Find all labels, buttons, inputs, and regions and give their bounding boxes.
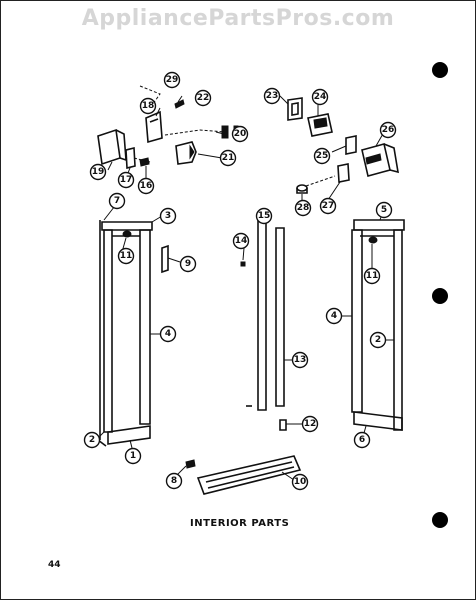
mullion-trim-13 xyxy=(275,227,285,407)
callout-18: 18 xyxy=(139,97,157,115)
svg-text:25: 25 xyxy=(316,151,329,161)
svg-text:28: 28 xyxy=(297,203,310,213)
svg-text:22: 22 xyxy=(197,93,210,103)
grommet-11-right xyxy=(368,236,378,244)
callout-9: 9 xyxy=(179,255,197,273)
leader-dashed-20a xyxy=(164,129,226,136)
screw-8 xyxy=(185,459,196,469)
callout-26: 26 xyxy=(379,121,397,139)
binder-hole-bottom xyxy=(432,512,448,528)
svg-text:12: 12 xyxy=(304,419,317,429)
bracket-9 xyxy=(161,244,169,274)
svg-text:18: 18 xyxy=(142,101,155,111)
leader-dashed-29 xyxy=(139,85,161,109)
svg-text:9: 9 xyxy=(185,259,191,269)
callout-17: 17 xyxy=(117,171,135,189)
watermark: AppliancePartsPros.com xyxy=(81,6,395,31)
callout-14: 14 xyxy=(232,232,250,250)
pin-20a xyxy=(221,125,229,139)
svg-text:10: 10 xyxy=(294,477,307,487)
callout-7: 7 xyxy=(108,192,126,210)
callout-29: 29 xyxy=(163,71,181,89)
callout-22: 22 xyxy=(194,89,212,107)
callout-1: 1 xyxy=(124,447,142,465)
svg-text:24: 24 xyxy=(314,92,327,102)
callout-27: 27 xyxy=(319,197,337,215)
grille-10 xyxy=(196,455,302,495)
callout-13: 13 xyxy=(291,351,309,369)
svg-text:6: 6 xyxy=(359,435,365,445)
callout-12: 12 xyxy=(301,415,319,433)
svg-text:11: 11 xyxy=(120,251,133,261)
svg-text:23: 23 xyxy=(266,91,279,101)
clip-16 xyxy=(139,157,150,167)
callout-20-left: 20 xyxy=(231,125,249,143)
binder-hole-middle xyxy=(432,288,448,304)
svg-text:20: 20 xyxy=(234,129,247,139)
control-box-19 xyxy=(97,128,127,166)
svg-text:8: 8 xyxy=(171,476,177,486)
bracket-25 xyxy=(345,135,357,155)
svg-text:15: 15 xyxy=(258,211,271,221)
callout-3: 3 xyxy=(159,207,177,225)
callout-5: 5 xyxy=(375,201,393,219)
bracket-assembly-18 xyxy=(145,110,163,144)
svg-text:2: 2 xyxy=(89,435,95,445)
callout-16: 16 xyxy=(137,177,155,195)
callout-24: 24 xyxy=(311,88,329,106)
diagram-caption: INTERIOR PARTS xyxy=(190,518,290,529)
page-number: 44 xyxy=(48,560,61,570)
callout-28: 28 xyxy=(294,199,312,217)
right-liner-assembly xyxy=(351,219,405,431)
callout-19: 19 xyxy=(89,163,107,181)
switch-24 xyxy=(307,113,333,137)
svg-text:21: 21 xyxy=(222,153,235,163)
control-26 xyxy=(361,143,399,177)
svg-text:19: 19 xyxy=(92,167,105,177)
callout-4-right: 4 xyxy=(325,307,343,325)
callout-6: 6 xyxy=(353,431,371,449)
svg-text:7: 7 xyxy=(114,196,120,206)
lens-23 xyxy=(287,97,303,121)
svg-text:14: 14 xyxy=(235,236,248,246)
svg-text:29: 29 xyxy=(166,75,179,85)
svg-text:16: 16 xyxy=(140,181,153,191)
lamp-socket-21 xyxy=(175,141,197,165)
callout-2-left: 2 xyxy=(83,431,101,449)
knob-28 xyxy=(296,184,308,194)
svg-text:11: 11 xyxy=(366,271,379,281)
leader-dashed-16 xyxy=(133,157,151,163)
bracket-27 xyxy=(337,163,350,183)
binder-hole-top xyxy=(432,62,448,78)
screw-22 xyxy=(174,99,185,109)
svg-text:4: 4 xyxy=(331,311,337,321)
grommet-11-left xyxy=(122,230,132,238)
svg-text:13: 13 xyxy=(294,355,307,365)
svg-text:26: 26 xyxy=(382,125,395,135)
callout-2-right: 2 xyxy=(369,331,387,349)
callout-4-left: 4 xyxy=(159,325,177,343)
svg-text:1: 1 xyxy=(130,451,136,461)
svg-text:3: 3 xyxy=(165,211,171,221)
callout-11-right: 11 xyxy=(363,267,381,285)
screw-14 xyxy=(240,261,246,267)
svg-text:5: 5 xyxy=(381,205,387,215)
mullion-15 xyxy=(257,219,267,411)
clip-12 xyxy=(279,419,287,431)
leader-dashed-28 xyxy=(305,175,336,187)
callout-11-left: 11 xyxy=(117,247,135,265)
svg-text:17: 17 xyxy=(120,175,133,185)
svg-text:2: 2 xyxy=(375,335,381,345)
svg-text:27: 27 xyxy=(322,201,335,211)
bracket-17 xyxy=(125,146,136,170)
callout-23: 23 xyxy=(263,87,281,105)
callout-25: 25 xyxy=(313,147,331,165)
svg-text:4: 4 xyxy=(165,329,171,339)
callout-8: 8 xyxy=(165,472,183,490)
callout-10: 10 xyxy=(291,473,309,491)
callout-15: 15 xyxy=(255,207,273,225)
callout-21: 21 xyxy=(219,149,237,167)
